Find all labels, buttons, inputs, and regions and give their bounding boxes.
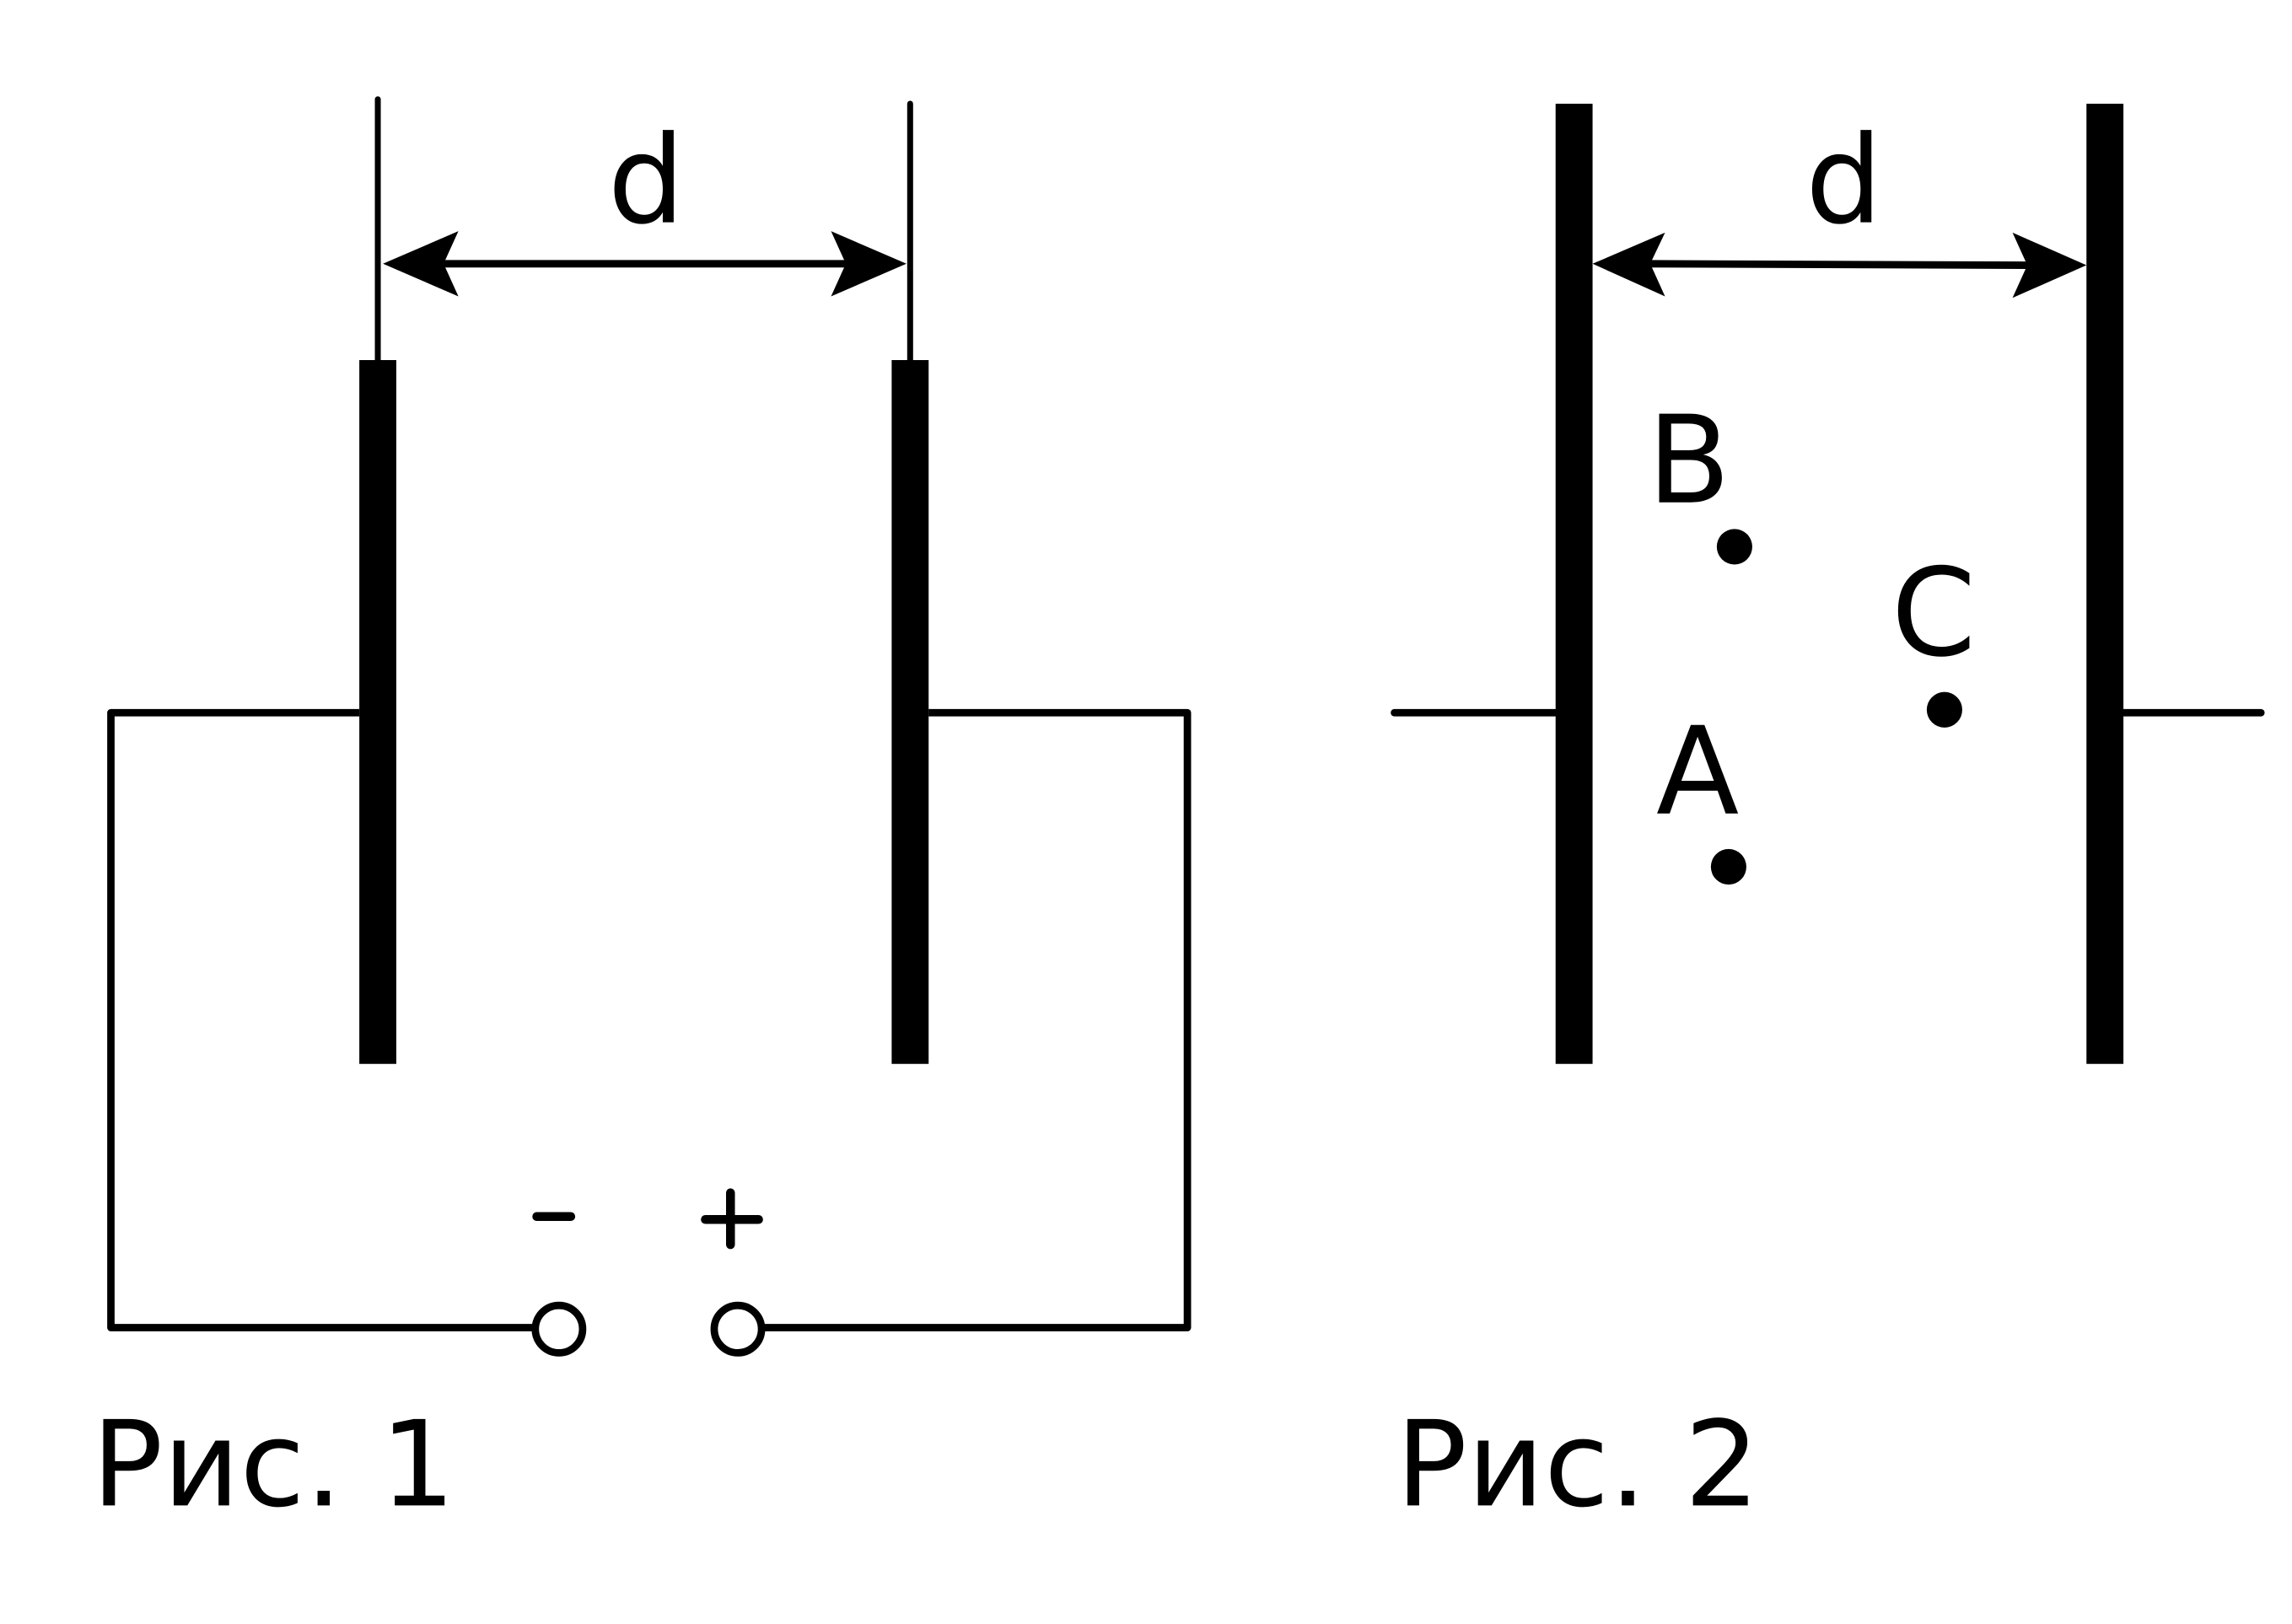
figure-2-caption: Рис. 2 (1396, 1396, 1759, 1534)
left-plate (359, 360, 396, 1064)
point-c-dot (1926, 691, 1962, 728)
figure-2: d B C A Рис. 2 (1391, 104, 2265, 1534)
right-plate (2086, 104, 2124, 1064)
distance-label: d (1805, 109, 1882, 250)
distance-arrowhead-left (1592, 232, 1665, 297)
right-wire (762, 708, 1192, 1331)
right-plate (891, 360, 929, 1064)
left-wire (107, 708, 535, 1331)
figure-1-caption: Рис. 1 (92, 1396, 455, 1534)
distance-arrowhead-left (383, 231, 459, 297)
distance-arrowhead-right (831, 231, 907, 297)
point-b-dot (1716, 529, 1752, 565)
positive-terminal (710, 1301, 766, 1357)
point-c-label: C (1891, 542, 1976, 684)
point-b-label: B (1647, 390, 1730, 531)
left-plate (1555, 104, 1593, 1064)
distance-arrowhead-right (2012, 232, 2087, 298)
distance-label: d (608, 109, 685, 250)
figure-1: d Рис. 1 (92, 96, 1192, 1534)
point-a-dot (1710, 848, 1746, 885)
negative-terminal (531, 1301, 587, 1357)
point-a-label: A (1656, 701, 1739, 842)
distance-arrow (1649, 260, 2029, 269)
